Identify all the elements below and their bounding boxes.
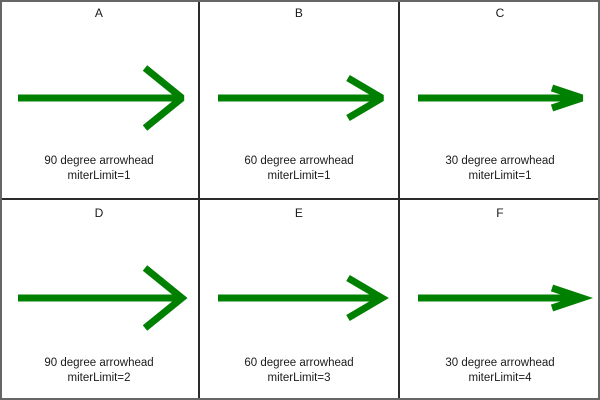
cell-c-title: C xyxy=(495,6,505,20)
arrow-path-a xyxy=(18,65,185,131)
cell-a-title: A xyxy=(94,6,104,20)
cell-e-caption: 60 degree arrowhead miterLimit=3 xyxy=(244,357,354,384)
cell-c-caption: 30 degree arrowhead miterLimit=1 xyxy=(445,155,555,182)
cell-f-title: F xyxy=(496,206,504,220)
cell-c: C 30 degree arrowhead miterLimit=1 xyxy=(400,0,600,200)
cell-e: E 60 degree arrowhead miterLimit=3 xyxy=(200,200,400,400)
cell-d-arrow xyxy=(18,265,188,331)
cell-b: B 60 degree arrowhead miterLimit=1 xyxy=(200,0,400,200)
cell-b-arrow xyxy=(218,74,384,122)
arrow-path-b xyxy=(218,74,384,122)
cell-a: A 90 degree arrowhead miterLimit=1 xyxy=(0,0,200,200)
arrow-path-c xyxy=(418,84,584,112)
cell-a-arrow xyxy=(18,65,185,131)
cell-b-caption: 60 degree arrowhead miterLimit=1 xyxy=(244,155,354,182)
cell-b-title: B xyxy=(294,6,304,20)
arrow-path-e xyxy=(218,274,389,322)
cell-c-arrow xyxy=(418,84,584,112)
cell-f-caption: 30 degree arrowhead miterLimit=4 xyxy=(445,357,555,384)
cell-f-arrow xyxy=(418,284,594,312)
cell-f: F 30 degree arrowhead miterLimit=4 xyxy=(400,200,600,400)
cell-a-caption: 90 degree arrowhead miterLimit=1 xyxy=(44,155,154,182)
cell-d-caption: 90 degree arrowhead miterLimit=2 xyxy=(44,357,154,384)
cell-d-title: D xyxy=(94,206,104,220)
cell-e-arrow xyxy=(218,274,389,322)
arrow-path-d xyxy=(18,265,188,331)
cell-e-title: E xyxy=(294,206,304,220)
arrow-path-f xyxy=(418,284,594,312)
cell-d: D 90 degree arrowhead miterLimit=2 xyxy=(0,200,200,400)
